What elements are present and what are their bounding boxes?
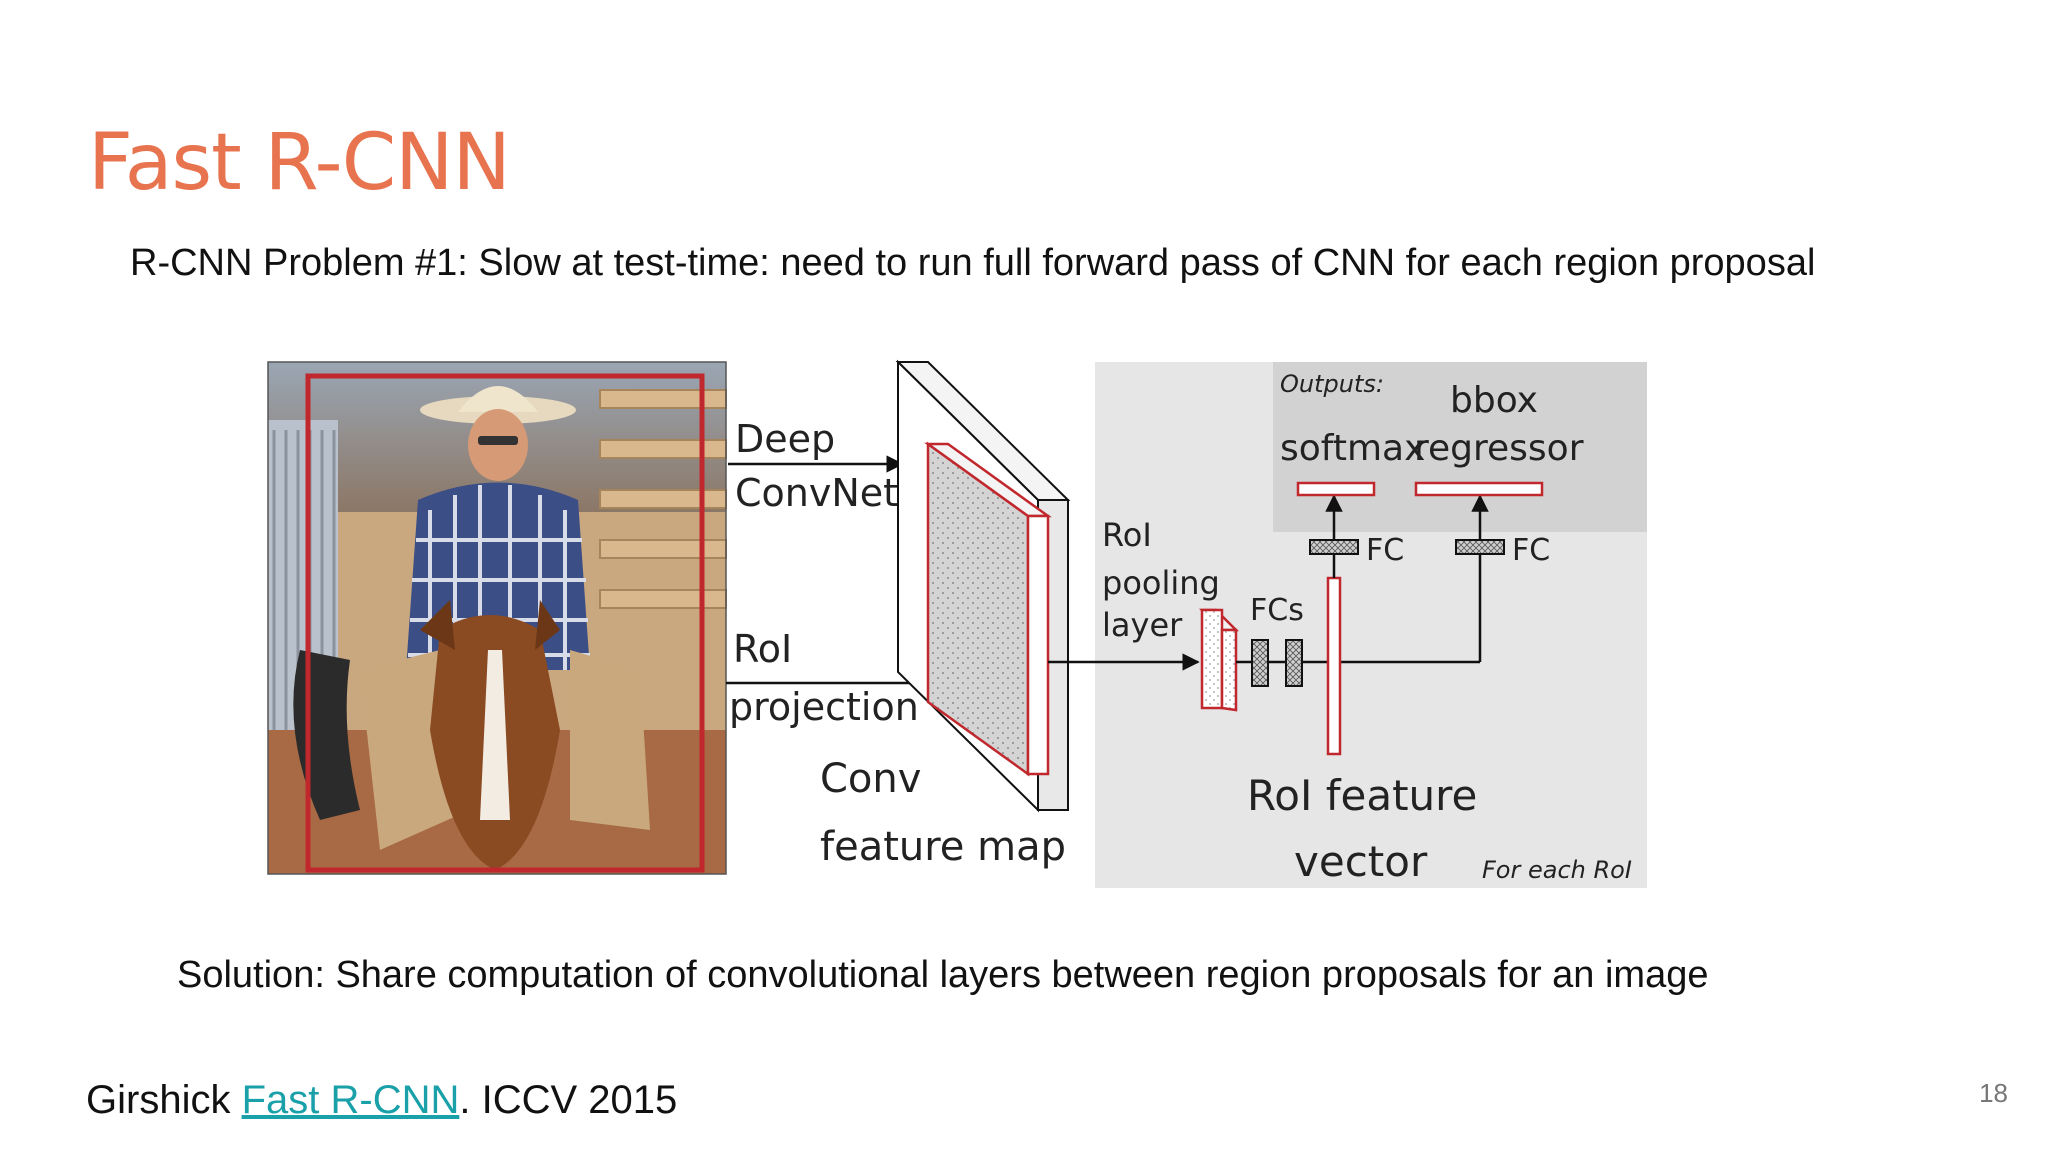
roi-projection-label: RoI (733, 627, 792, 671)
roi-feature-vector-label: RoI feature (1247, 771, 1477, 820)
fc-bbox-label: FC (1512, 533, 1550, 568)
bbox-regressor-output (1414, 481, 1544, 497)
bbox-regressor-label: bbox (1450, 380, 1538, 421)
roi-pooled-block (1198, 608, 1240, 712)
softmax-label: softmax (1280, 428, 1425, 469)
input-image (267, 361, 727, 875)
roi-projection-label-2: projection (729, 685, 919, 729)
bbox-regressor-label-2: regressor (1414, 428, 1584, 469)
softmax-output (1296, 481, 1376, 497)
fc-layer-2 (1285, 639, 1303, 687)
citation-author: Girshick (86, 1078, 242, 1122)
roi-pooling-label-2: pooling (1102, 564, 1220, 602)
deep-convnet-label: Deep (735, 417, 835, 461)
conv-feature-map-label-2: feature map (820, 824, 1066, 870)
deep-convnet-label-2: ConvNet (735, 471, 898, 515)
conv-feature-map (895, 359, 1071, 813)
fast-rcnn-diagram: Deep ConvNet RoI projection Conv feature… (240, 350, 1660, 910)
page-number: 18 (1979, 1078, 2008, 1108)
fcs-label: FCs (1250, 593, 1304, 628)
for-each-roi-label: For each RoI (1482, 856, 1632, 884)
fc-bbox (1455, 539, 1505, 555)
slide-title: Fast R-CNN (88, 118, 511, 208)
roi-feature-vector-label-2: vector (1294, 837, 1428, 886)
citation: Girshick Fast R-CNN. ICCV 2015 (86, 1078, 677, 1123)
outputs-label: Outputs: (1280, 370, 1384, 398)
roi-feature-vector (1326, 576, 1342, 756)
roi-pooling-label: RoI (1102, 516, 1152, 554)
conv-feature-map-label: Conv (820, 756, 921, 802)
paper-link[interactable]: Fast R-CNN (241, 1078, 460, 1122)
citation-venue: . ICCV 2015 (459, 1078, 678, 1122)
fc-softmax (1309, 539, 1359, 555)
fc-layer-1 (1251, 639, 1269, 687)
problem-statement: R-CNN Problem #1: Slow at test-time: nee… (130, 242, 1816, 284)
solution-statement: Solution: Share computation of convoluti… (177, 954, 1709, 996)
fc-softmax-label: FC (1366, 533, 1404, 568)
roi-pooling-label-3: layer (1102, 606, 1183, 644)
